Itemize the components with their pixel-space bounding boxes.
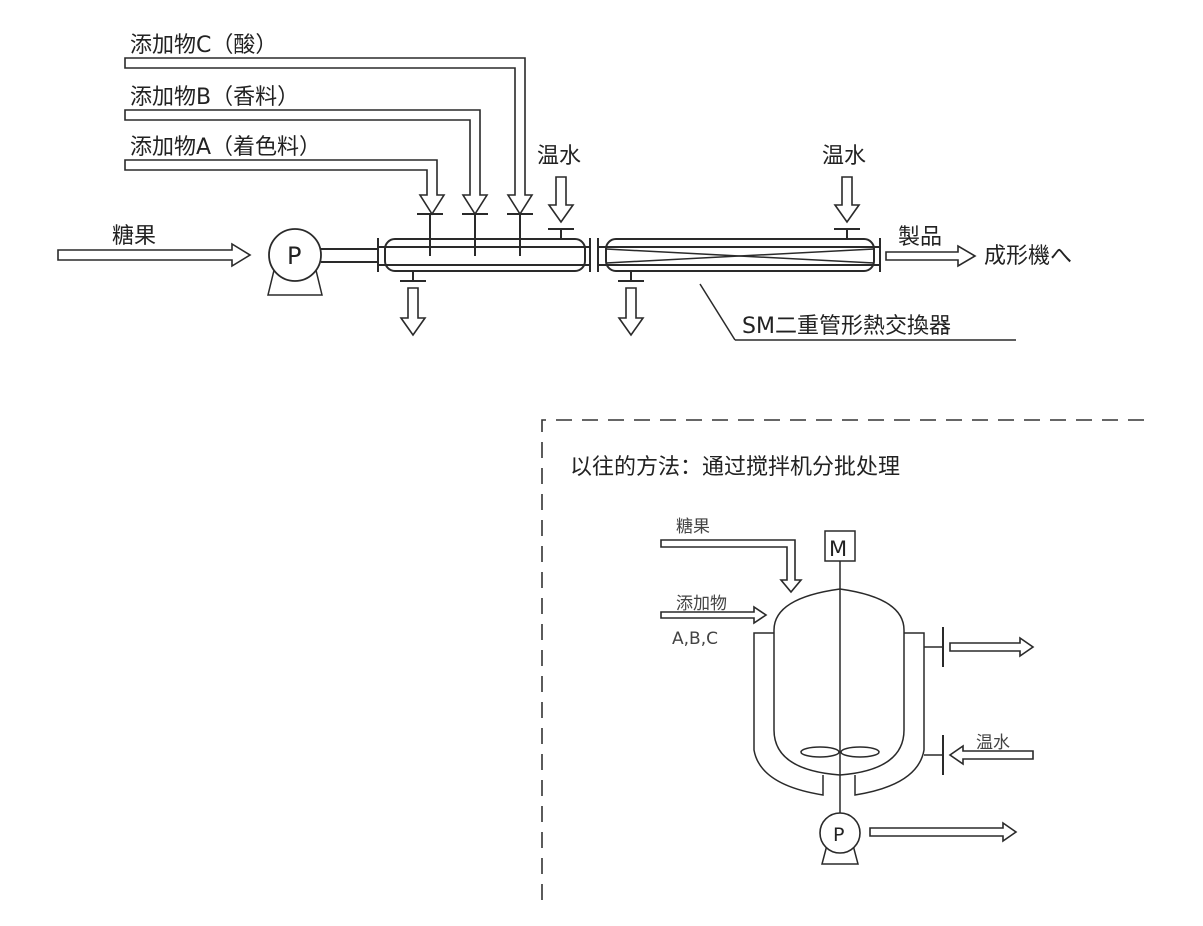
pump-outlet-pipe	[321, 248, 378, 263]
drain-nozzle-1	[400, 271, 426, 282]
tank-product-arrow	[869, 821, 1018, 843]
additive-c-label: 添加物C（酸）	[130, 33, 277, 58]
drain-arrow-2	[617, 287, 645, 337]
conventional-method-frame	[541, 419, 1152, 900]
tank-feed-label: 糖果	[676, 517, 710, 537]
drain-nozzle-2	[618, 271, 644, 282]
conventional-method-title: 以往的方法：通过搅拌机分批处理	[570, 455, 900, 480]
feed-arrow	[57, 242, 252, 268]
pump-icon	[267, 228, 323, 296]
additive-line-a	[124, 159, 446, 216]
sm-double-pipe-exchanger	[597, 238, 881, 272]
tank-additive-label: 添加物	[676, 594, 727, 614]
tank-additive-arrow	[660, 605, 768, 625]
exchanger-label: SM二重管形熱交換器	[742, 314, 951, 339]
feed-label: 糖果	[112, 224, 156, 249]
tank-additive-types: A,B,C	[672, 629, 718, 649]
hot-water-nozzle-1	[548, 228, 574, 239]
tank-feed-arrow	[660, 539, 803, 594]
mixing-exchanger-section	[377, 238, 591, 272]
additive-line-c	[124, 57, 534, 216]
additive-line-b	[124, 109, 489, 216]
product-label: 製品	[898, 225, 942, 250]
jacket-outlet-arrow	[949, 636, 1035, 658]
destination-label: 成形機へ	[984, 244, 1072, 269]
drain-arrow-1	[399, 287, 427, 337]
tank-hot-water-label: 温水	[976, 733, 1010, 753]
hot-water-nozzle-2	[834, 228, 860, 239]
jacket-outlet-nozzle	[924, 627, 944, 667]
pump-symbol: P	[287, 242, 301, 270]
hot-water-inlet-arrow	[948, 744, 1034, 766]
additive-b-label: 添加物B（香料）	[130, 85, 299, 110]
hot-water-inlet-arrow-2	[833, 176, 861, 224]
tank-pump-icon	[819, 812, 861, 865]
tank-pump-symbol: P	[833, 824, 844, 846]
motor-symbol: M	[829, 537, 847, 561]
exchanger-leader-line	[699, 283, 1016, 341]
product-arrow	[885, 244, 977, 268]
hot-water-inlet-arrow-1	[547, 176, 575, 224]
injection-nozzles	[417, 213, 533, 256]
hot-water-label-1: 温水	[537, 144, 581, 169]
jacket-inlet-nozzle	[924, 735, 944, 775]
mixing-tank	[753, 561, 925, 846]
additive-a-label: 添加物A（着色料）	[130, 135, 321, 160]
hot-water-label-2: 温水	[822, 144, 866, 169]
